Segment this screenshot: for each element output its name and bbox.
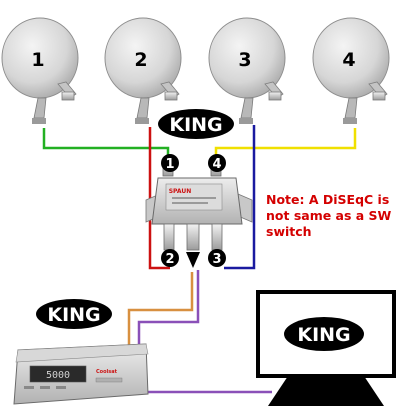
- port-label-2: 2: [165, 252, 174, 267]
- receiver-display: [29, 365, 87, 383]
- receiver-display-value: 5000: [46, 370, 70, 381]
- switch-port-1: 1: [161, 154, 179, 172]
- switch-brand: SPAUN: [169, 188, 192, 195]
- switch-port-3: 3: [208, 249, 226, 267]
- cable-red: [148, 127, 170, 270]
- dish-2: 2: [104, 17, 182, 124]
- cable-blue: [224, 125, 256, 270]
- king-logo-text: KING: [169, 114, 222, 136]
- king-logo-text: KING: [297, 324, 350, 346]
- dish-number-4: 4: [342, 49, 355, 71]
- diseqc-switch: SPAUN: [145, 157, 253, 268]
- dish-number-1: 1: [31, 49, 44, 71]
- switch-port-4: 4: [208, 154, 226, 172]
- port-label-4: 4: [212, 157, 221, 172]
- cable-orange: [127, 272, 194, 348]
- king-logo-top: KING: [158, 109, 234, 139]
- king-logo-tv: KING: [284, 317, 364, 351]
- dish-number-3: 3: [238, 49, 251, 71]
- switch-port-2: 2: [161, 249, 179, 267]
- cable-purple-tv: [137, 348, 272, 394]
- dish-1: 1: [1, 17, 79, 124]
- port-label-3: 3: [212, 252, 221, 267]
- king-logo-receiver: KING: [36, 299, 112, 329]
- port-label-1: 1: [165, 157, 174, 172]
- cable-yellow: [214, 128, 357, 158]
- king-logo-text: KING: [47, 304, 100, 326]
- dish-3: 3: [208, 17, 286, 124]
- dish-4: 4: [312, 17, 390, 124]
- receiver-brand: Coolsat: [96, 369, 118, 375]
- dish-number-2: 2: [134, 49, 147, 71]
- satellite-receiver: 5000 Coolsat: [13, 343, 149, 405]
- note-text: Note: A DiSEqC is not same as a SW switc…: [266, 192, 392, 239]
- cable-purple: [137, 270, 200, 348]
- cable-green: [42, 128, 170, 158]
- television: KING: [256, 290, 396, 406]
